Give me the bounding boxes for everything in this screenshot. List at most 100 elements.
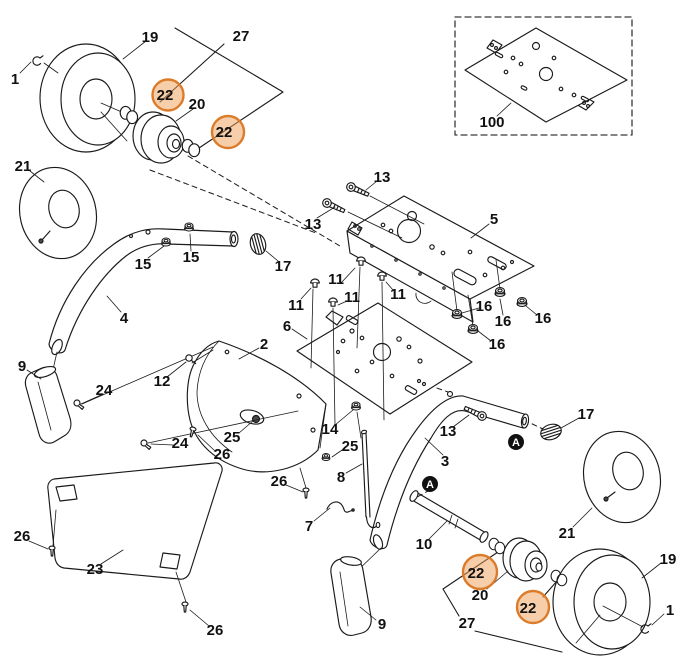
pin-12 <box>185 354 197 365</box>
part-label-16-a: 16 <box>476 298 493 315</box>
assembly-badge-A-left: A <box>422 476 438 492</box>
support-plate-5 <box>346 195 535 323</box>
bushing-22-top-right <box>181 138 201 158</box>
part-label-16-b: 16 <box>495 313 512 330</box>
spring-clip-7 <box>326 501 355 513</box>
screw-26-b <box>302 487 310 499</box>
part-label-14: 14 <box>322 421 339 438</box>
part-label-20-top: 20 <box>189 96 206 113</box>
bushing-22-bottom-right <box>550 569 568 587</box>
deflector-panel-2 <box>186 340 327 473</box>
part-label-25-b: 25 <box>342 438 359 455</box>
part-label-19-top: 19 <box>142 29 159 46</box>
base-plate-100 <box>464 27 628 123</box>
part-label-19-bottom: 19 <box>660 551 677 568</box>
mounting-plate-6 <box>296 302 473 415</box>
part-label-2: 2 <box>260 336 268 353</box>
highlight-circle-22-c[interactable] <box>461 553 499 591</box>
brace-rod-8 <box>360 429 381 529</box>
part-label-22-d[interactable]: 22 <box>520 600 537 617</box>
part-label-100: 100 <box>479 114 504 131</box>
assembly-badge-A-right: A <box>508 434 524 450</box>
fastener-guide-lines <box>81 346 362 489</box>
highlight-circle-22-d[interactable] <box>515 589 551 625</box>
part-label-17-bottom: 17 <box>578 406 595 423</box>
nut-15-a <box>160 237 172 247</box>
screws-11 <box>310 256 387 426</box>
wheel-19-top <box>39 43 136 153</box>
nut-14 <box>350 401 362 411</box>
part-label-16-d: 16 <box>489 336 506 353</box>
part-label-3: 3 <box>441 453 449 470</box>
part-label-22-c[interactable]: 22 <box>468 565 485 582</box>
wheel-hub-20-top <box>132 111 185 164</box>
axle-10 <box>409 490 489 543</box>
nut-16-b <box>494 287 506 297</box>
handle-grip-9-left <box>24 365 72 444</box>
part-label-1-top: 1 <box>11 71 19 88</box>
part-label-13-c: 13 <box>440 423 457 440</box>
handle-grip-9-bottom <box>330 556 372 637</box>
part-label-11-b: 11 <box>328 271 344 288</box>
inner-tube-21-bottom <box>582 430 662 524</box>
part-label-13-a: 13 <box>374 169 391 186</box>
part-label-26-c: 26 <box>14 528 31 545</box>
bolt-13-b <box>320 196 347 216</box>
part-label-9-bottom: 9 <box>378 616 386 633</box>
inset-box-100 <box>454 16 633 136</box>
part-label-26-b: 26 <box>271 473 288 490</box>
part-label-21-top: 21 <box>15 158 32 175</box>
part-label-11-c: 11 <box>344 289 360 306</box>
part-label-16-c: 16 <box>535 310 552 327</box>
part-label-24-b: 24 <box>172 435 189 452</box>
part-label-11-a: 11 <box>288 297 304 314</box>
badge-letter: A <box>512 437 520 449</box>
part-label-13-b: 13 <box>305 216 322 233</box>
wheel-19-bottom <box>552 548 651 656</box>
part-label-27-top: 27 <box>233 28 250 45</box>
part-label-22-a[interactable]: 22 <box>157 87 174 104</box>
part-label-15-b: 15 <box>183 249 200 266</box>
nut-16-d <box>467 324 479 334</box>
badge-letter: A <box>426 479 434 491</box>
wheel-hub-20-bottom <box>502 537 548 582</box>
nut-16-a <box>451 309 463 319</box>
bushing-22-bottom-left <box>488 537 506 555</box>
part-label-27-bottom: 27 <box>459 615 476 632</box>
part-label-4: 4 <box>120 310 129 327</box>
inner-tube-21-top <box>18 166 98 260</box>
part-label-25-a: 25 <box>224 429 241 446</box>
part-label-10: 10 <box>416 536 433 553</box>
part-label-5: 5 <box>490 211 498 228</box>
end-cap-17-bottom <box>538 421 564 443</box>
part-label-9-top: 9 <box>18 358 26 375</box>
part-label-26-d: 26 <box>207 622 224 639</box>
part-label-17-top: 17 <box>275 258 292 275</box>
bolt-guide-lines <box>347 195 425 239</box>
highlight-circle-22-b[interactable] <box>210 114 246 150</box>
part-label-26-a: 26 <box>214 446 231 463</box>
nut-25 <box>321 453 331 461</box>
handle-tube-4 <box>47 228 239 393</box>
nut-16-c <box>516 297 528 307</box>
part-label-21-bottom: 21 <box>559 525 576 542</box>
rivet-24-b <box>140 439 152 450</box>
wheel-axis-line-bottom <box>602 605 644 628</box>
part-label-6: 6 <box>283 318 291 335</box>
part-label-15-a: 15 <box>135 256 152 273</box>
handle-tube-3 <box>369 390 530 550</box>
nut-15-b <box>183 222 195 232</box>
part-label-11-d: 11 <box>390 286 406 303</box>
highlight-circle-22-a[interactable] <box>151 78 185 112</box>
rivet-24-a <box>73 399 85 410</box>
part-label-20-bottom: 20 <box>472 587 489 604</box>
retaining-clip-1-top <box>32 55 44 66</box>
part-label-8: 8 <box>337 469 345 486</box>
end-cap-17-top <box>247 231 269 257</box>
part-label-7: 7 <box>305 518 313 535</box>
part-label-22-b[interactable]: 22 <box>216 124 233 141</box>
bottom-panel-23 <box>47 462 223 603</box>
part-label-23: 23 <box>87 561 104 578</box>
